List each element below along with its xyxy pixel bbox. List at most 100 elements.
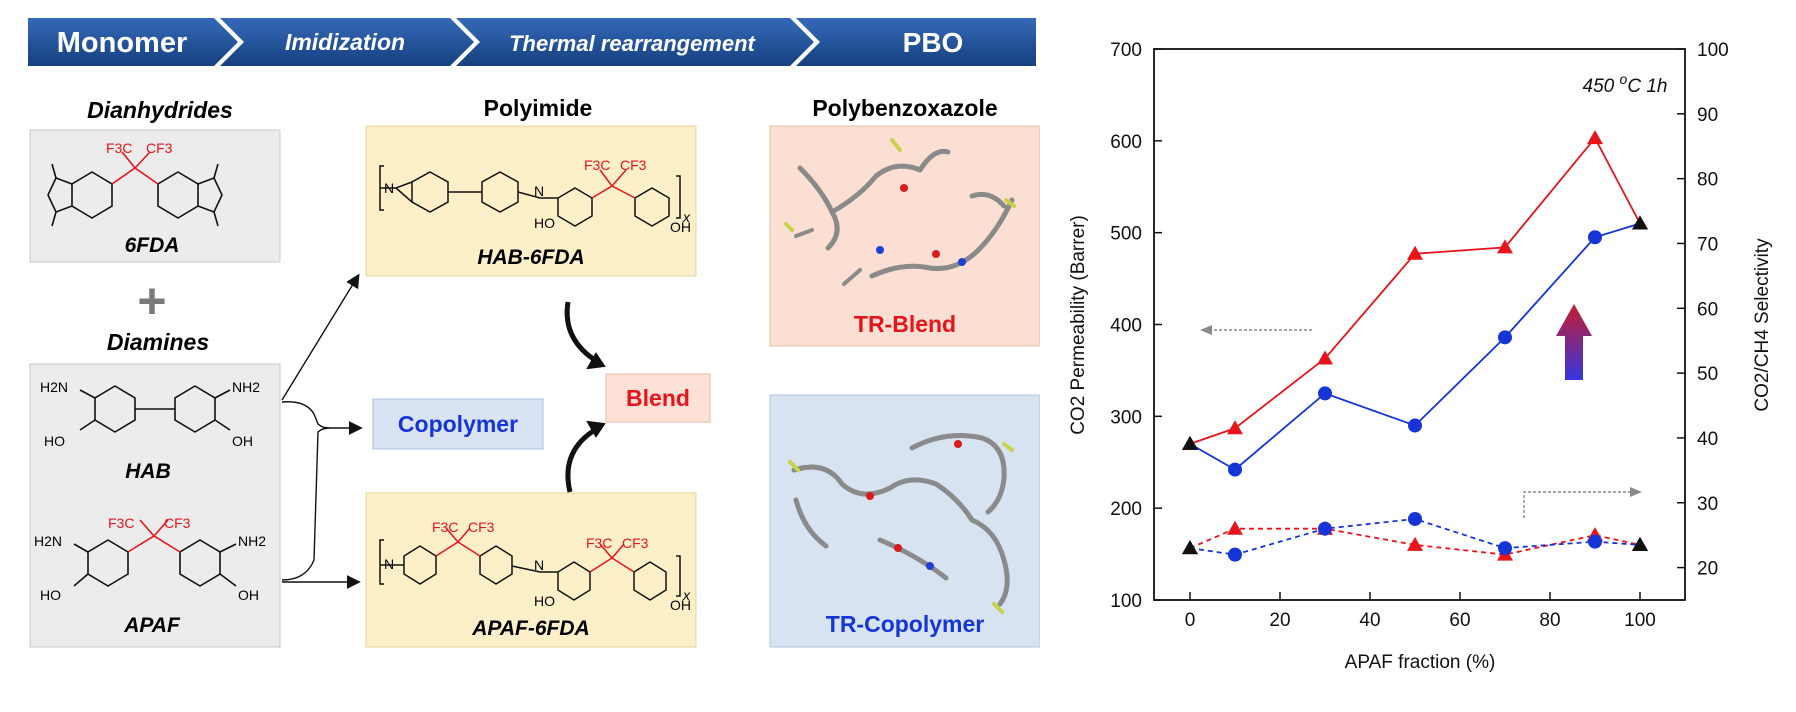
apaf-6fda-f3c-2: F3C <box>586 535 612 551</box>
apaf-6fda-name: APAF-6FDA <box>471 617 589 640</box>
apaf-6fda-oh: OH <box>670 597 691 613</box>
y-right-tick-label: 100 <box>1697 40 1729 61</box>
y-left-tick-label: 600 <box>1110 132 1142 153</box>
data-point <box>1408 418 1422 433</box>
data-point <box>1182 435 1198 450</box>
data-point <box>1587 130 1603 145</box>
apaf-6fda-ho: HO <box>534 593 555 609</box>
data-point <box>1227 520 1243 535</box>
increase-arrow <box>1556 304 1592 380</box>
hab-oh-label: OH <box>232 433 253 449</box>
stage-monomer-chevron <box>28 18 238 66</box>
apaf-ho-label: HO <box>40 587 61 603</box>
6fda-name: 6FDA <box>125 234 180 257</box>
y-left-tick-label: 400 <box>1110 316 1142 337</box>
blend-curved-arrows <box>564 301 606 493</box>
data-point <box>1227 420 1243 435</box>
apaf-nh2-label: NH2 <box>238 533 266 549</box>
heading-polybenzoxazole: Polybenzoxazole <box>812 95 997 121</box>
tr-blend-label: TR-Blend <box>854 311 956 337</box>
y-left-axis-label: CO2 Permeability (Barrer) <box>1068 215 1089 435</box>
tr-blend-card: TR-Blend <box>769 125 1040 347</box>
tr-copolymer-molecule <box>788 433 1014 614</box>
y-right-tick-label: 70 <box>1697 234 1718 255</box>
data-point <box>1228 462 1242 477</box>
y-right-tick-label: 80 <box>1697 170 1718 191</box>
hab-ho-label: HO <box>44 433 65 449</box>
6fda-f3c-label: F3C <box>106 140 132 156</box>
data-point <box>1632 536 1648 551</box>
x-tick-label: 60 <box>1449 610 1470 631</box>
tr-copolymer-card: TR-Copolymer <box>769 394 1040 648</box>
data-point <box>1588 534 1602 549</box>
apaf-structure <box>73 519 237 587</box>
stage-pbo-label: PBO <box>903 27 964 58</box>
x-tick-label: 0 <box>1185 610 1196 631</box>
apaf-name: APAF <box>123 614 181 637</box>
data-point <box>1318 386 1332 401</box>
y-left-tick-label: 200 <box>1110 499 1142 520</box>
x-tick-label: 20 <box>1269 610 1290 631</box>
y-left-tick-label: 500 <box>1110 224 1142 245</box>
data-point <box>1588 230 1602 245</box>
y-right-tick-label: 90 <box>1697 105 1718 126</box>
series-line-0 <box>1189 136 1641 445</box>
stage-pbo-chevron <box>796 18 1036 66</box>
y-right-tick-label: 30 <box>1697 494 1718 515</box>
y-left-tick-label: 100 <box>1110 591 1142 612</box>
copolymer-card: Copolymer <box>372 398 544 450</box>
stage-thermal-chevron <box>456 18 814 66</box>
x-tick-label: 80 <box>1539 610 1560 631</box>
hab-6fda-name: HAB-6FDA <box>477 246 584 269</box>
y-right-tick-label: 50 <box>1697 364 1718 385</box>
stage-monomer-label: Monomer <box>57 27 188 59</box>
hab-6fda-x: x <box>682 209 691 225</box>
right-axis-pointer <box>1523 487 1642 518</box>
tr-copolymer-label: TR-Copolymer <box>826 611 985 637</box>
heading-diamines: Diamines <box>107 329 209 355</box>
heading-dianhydrides: Dianhydrides <box>87 97 233 123</box>
apaf-6fda-f3c-1: F3C <box>432 519 458 535</box>
apaf-oh-label: OH <box>238 587 259 603</box>
y-right-tick-label: 40 <box>1697 429 1718 450</box>
x-axis-label: APAF fraction (%) <box>1345 652 1496 673</box>
copolymer-label: Copolymer <box>398 411 518 437</box>
apaf-f3c-label: F3C <box>108 515 134 531</box>
hab-6fda-f3c: F3C <box>584 157 610 173</box>
monomer-6fda-card: F3C CF3 6FDA <box>29 129 281 263</box>
stage-imidization-chevron <box>220 18 474 66</box>
hab-6fda-structure <box>379 165 681 227</box>
reaction-arrows <box>281 273 363 589</box>
hab-6fda-oh: OH <box>670 219 691 235</box>
data-point <box>1498 330 1512 345</box>
stage-banner: Monomer Imidization Thermal rearrangemen… <box>28 18 1036 66</box>
y-left-tick-label: 700 <box>1110 40 1142 61</box>
data-point <box>1632 215 1648 230</box>
data-point <box>1498 541 1512 556</box>
apaf-h2n-label: H2N <box>34 533 62 549</box>
stage-thermal-label: Thermal rearrangement <box>509 31 756 56</box>
tr-blend-molecule <box>784 138 1016 286</box>
diamines-card: H2N HO NH2 OH HAB F3C CF3 H2N HO NH2 OH … <box>29 363 281 648</box>
hab-name: HAB <box>125 460 171 483</box>
pi-apaf-6fda-card: N N F3C CF3 F3C CF3 HO OH x APAF-6FDA <box>365 492 697 648</box>
pi-hab-6fda-card: N N F3C CF3 HO OH x HAB-6FDA <box>365 125 697 277</box>
data-point <box>1318 521 1332 536</box>
y-left-tick-label: 300 <box>1110 407 1142 428</box>
hab-nh2-label: NH2 <box>232 379 260 395</box>
annotation-450c: 450 oC 1h <box>1583 71 1668 97</box>
y-right-tick-label: 20 <box>1697 559 1718 580</box>
apaf-6fda-structure <box>379 527 681 601</box>
data-point <box>1407 245 1423 260</box>
left-axis-pointer <box>1200 325 1312 335</box>
apaf-6fda-cf3-2: CF3 <box>622 535 649 551</box>
hab-6fda-n2: N <box>534 183 544 199</box>
6fda-structure <box>47 151 223 227</box>
heading-polyimide: Polyimide <box>484 95 593 121</box>
apaf-6fda-cf3-1: CF3 <box>468 519 495 535</box>
data-point <box>1317 350 1333 365</box>
apaf-6fda-x: x <box>682 587 691 603</box>
y-right-axis-label: CO2/CH4 Selectivity <box>1752 238 1773 412</box>
data-point <box>1497 239 1513 254</box>
